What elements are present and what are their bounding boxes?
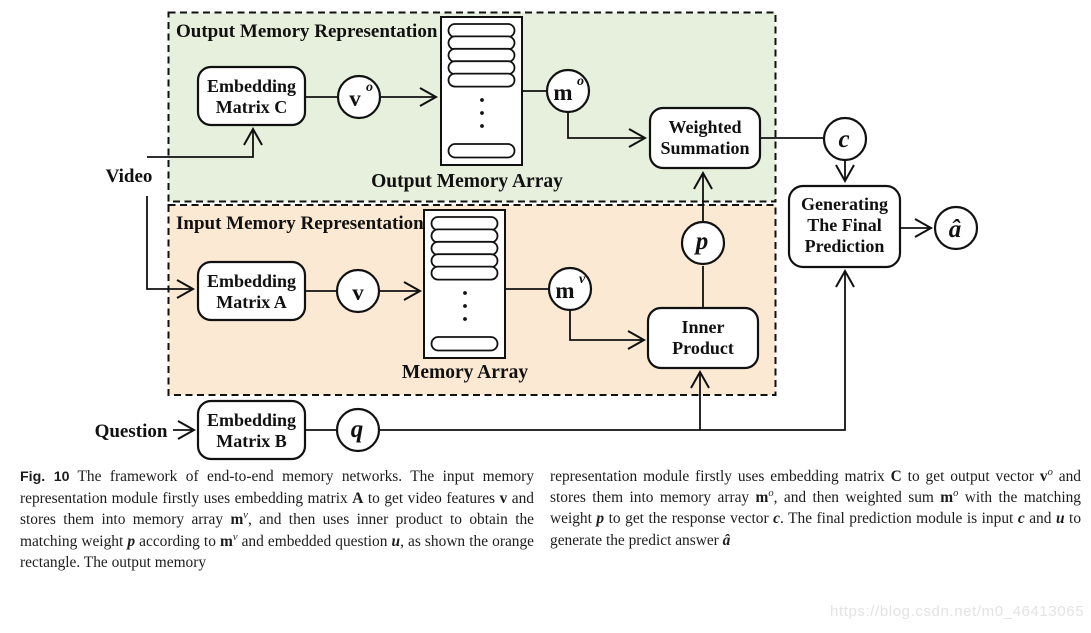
embedding-c-label-1: Embedding xyxy=(207,76,296,96)
embedding-matrix-a-node xyxy=(196,260,307,322)
ahat-symbol: â xyxy=(949,216,962,243)
input-section-title: Input Memory Representation xyxy=(176,213,424,234)
edge-video-to-embedding-a xyxy=(146,196,196,299)
edge-q-to-final-prediction xyxy=(380,268,855,431)
embedding-c-label-2: Matrix C xyxy=(216,97,287,117)
figure-caption-right-column: representation module firstly uses embed… xyxy=(550,466,1082,549)
output-memory-array xyxy=(440,16,523,166)
mv-base: m xyxy=(555,278,574,303)
final-prediction-node xyxy=(787,184,902,269)
p-symbol: p xyxy=(694,228,709,255)
embedding-a-label-2: Matrix A xyxy=(216,292,286,312)
vector-mo-circle xyxy=(545,68,591,114)
mo-sup: o xyxy=(577,74,584,89)
vector-c-circle xyxy=(822,116,868,162)
inner-product-node xyxy=(646,306,760,370)
vector-v-circle xyxy=(335,268,381,314)
weighted-summation-label-1: Weighted xyxy=(668,117,741,137)
c-symbol: c xyxy=(838,126,849,153)
output-memory-array-label: Output Memory Array xyxy=(371,171,563,192)
inner-product-label-1: Inner xyxy=(681,317,724,337)
embedding-matrix-c-node xyxy=(196,65,307,127)
final-prediction-label-3: Prediction xyxy=(805,236,885,256)
question-input-label: Question xyxy=(95,421,168,442)
embedding-b-label-1: Embedding xyxy=(207,410,296,430)
input-memory-array-label: Memory Array xyxy=(402,362,528,383)
video-input-label: Video xyxy=(106,166,153,187)
final-prediction-label-2: The Final xyxy=(807,215,882,235)
ellipsis-dot xyxy=(463,304,467,308)
inner-product-label-2: Product xyxy=(672,338,734,358)
weighted-summation-node xyxy=(648,106,762,170)
csdn-watermark: https://blog.csdn.net/m0_46413065 xyxy=(830,603,1085,620)
weight-p-circle xyxy=(680,220,726,266)
vector-q-circle xyxy=(335,407,381,453)
ellipsis-dot xyxy=(480,98,484,102)
embedding-b-label-2: Matrix B xyxy=(216,431,286,451)
mv-sup: v xyxy=(579,272,586,287)
ellipsis-dot xyxy=(480,111,484,115)
q-symbol: q xyxy=(351,416,364,443)
weighted-summation-label-2: Summation xyxy=(660,138,749,158)
vo-sup: o xyxy=(366,80,373,95)
memory-network-diagram: Output Memory Representation Input Memor… xyxy=(95,11,979,461)
mo-base: m xyxy=(553,80,572,105)
answer-ahat-circle xyxy=(933,205,979,251)
final-prediction-label-1: Generating xyxy=(801,194,888,214)
ellipsis-dot xyxy=(480,124,484,128)
vo-base: v xyxy=(349,86,361,111)
edge-mv-to-inner-product xyxy=(569,311,647,350)
input-memory-array xyxy=(423,209,506,359)
edge-mo-to-weighted-summation xyxy=(567,113,648,148)
ellipsis-dot xyxy=(463,291,467,295)
vector-vo-circle xyxy=(336,74,382,120)
output-section-title: Output Memory Representation xyxy=(176,21,438,42)
edge-video-to-embedding-c xyxy=(147,126,263,158)
embedding-matrix-b-node xyxy=(196,399,307,461)
vector-mv-circle xyxy=(547,266,593,312)
embedding-a-label-1: Embedding xyxy=(207,271,296,291)
ellipsis-dot xyxy=(463,317,467,321)
v-base: v xyxy=(352,280,364,305)
